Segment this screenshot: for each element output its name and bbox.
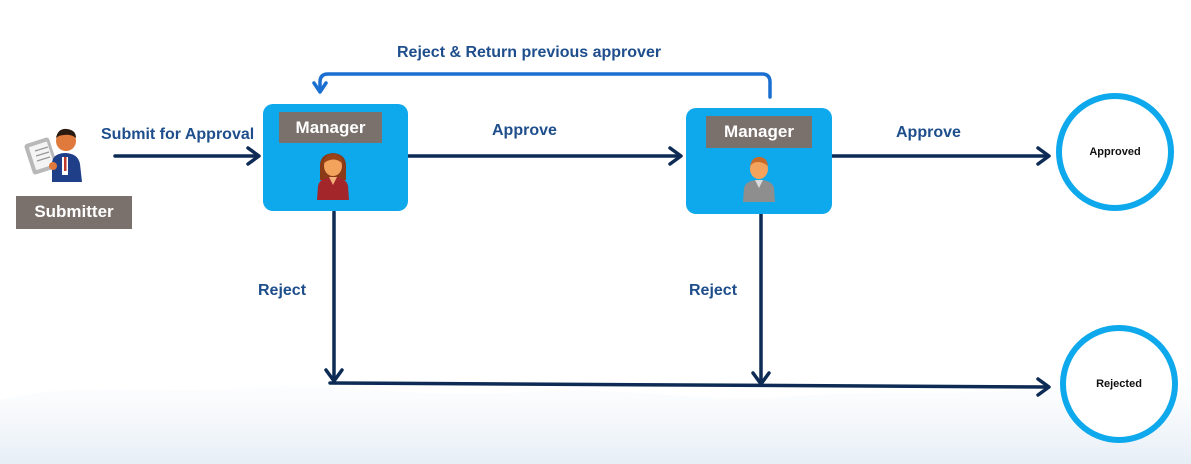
approved-end-state: Approved <box>1056 93 1174 211</box>
manager1-label: Manager <box>279 112 382 143</box>
approve1-label: Approve <box>492 122 557 139</box>
reject-merge-arrow <box>328 381 1050 389</box>
person-with-clipboard-icon <box>24 128 82 182</box>
manager2-node: Manager <box>686 108 832 214</box>
approved-label: Approved <box>1089 146 1141 158</box>
female-manager-icon <box>317 153 349 200</box>
reject2-label: Reject <box>689 282 738 299</box>
submit-label: Submit for Approval <box>101 126 255 143</box>
approve2-label: Approve <box>896 124 961 141</box>
male-manager-icon <box>743 157 775 202</box>
manager1-node: Manager <box>263 104 408 211</box>
manager2-label: Manager <box>706 116 812 148</box>
reject1-label: Reject <box>258 282 307 299</box>
rejected-label: Rejected <box>1096 378 1142 390</box>
return-previous-label: Reject & Return previous approver <box>397 44 662 61</box>
return-previous-arrow <box>312 72 772 99</box>
submitter-label: Submitter <box>16 196 132 229</box>
rejected-end-state: Rejected <box>1060 325 1178 443</box>
